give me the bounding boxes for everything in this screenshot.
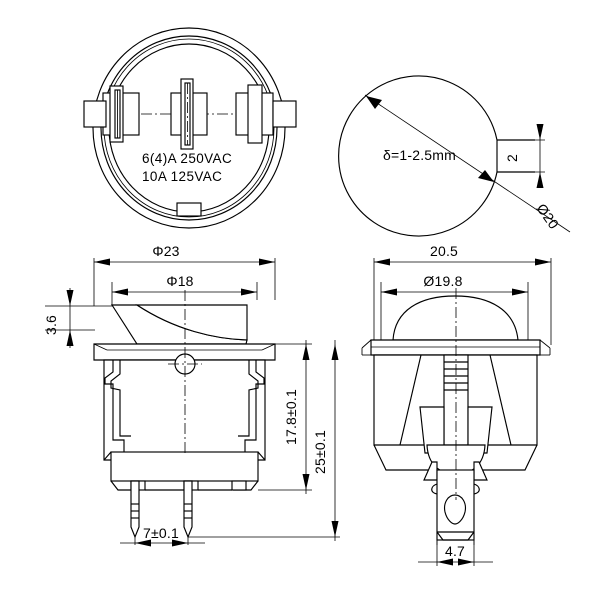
dim-terminal-width: 4.7 [445,543,465,559]
dim-body-height: 17.8±0.1 [283,389,299,445]
terminal-pin-1 [130,480,140,539]
cutout-outline [338,75,498,237]
rear-terminal-view: 6(4)A 250VAC 10A 125VAC [83,27,297,229]
terminal-left [83,85,140,143]
dim-terminal-pitch: 7±0.1 [143,525,179,541]
lower-housing [110,451,259,482]
panel-cutout-view: 2 Ø20 δ=1-2.5mm [338,75,571,237]
dim-inner-diameter: Φ18 [166,273,193,289]
terminal-right [235,84,297,144]
contact-carrier-right [467,406,493,454]
snap-fit-left-inner [110,360,131,437]
terminal-center [170,78,208,150]
snap-fit-right-inner [238,360,259,437]
rating-line-2: 10A 125VAC [142,169,222,184]
snap-fit-left [104,360,125,460]
side-bezel-flange [370,339,541,356]
front-elevation-view: Φ23 Φ18 3.6 [43,243,340,547]
switch-body [103,359,266,461]
dim-overall-height: 25±0.1 [312,430,328,474]
cutout-diameter-label: Ø20 [534,201,563,232]
dim-outer-diameter: Φ23 [152,243,179,259]
dim-bezel-height: 3.6 [43,315,59,335]
panel-thickness-note: δ=1-2.5mm [383,147,456,163]
terminal-hole [443,494,467,525]
rating-line-1: 6(4)A 250VAC [142,151,232,166]
snap-fit-right [244,360,265,460]
cutout-flat-dim: 2 [504,154,520,162]
bezel-flange [93,343,276,361]
rear-bottom-tab [176,202,202,217]
side-elevation-view: 20.5 Ø19.8 [361,243,552,566]
side-terminal [423,461,488,541]
dim-body-diameter: Ø19.8 [423,273,462,289]
terminal-seat-3 [231,480,247,491]
dim-overall-width: 20.5 [430,243,458,259]
terminal-pin-2 [183,480,193,539]
dome-actuator [392,295,519,341]
rocker-actuator-curve [135,304,248,341]
